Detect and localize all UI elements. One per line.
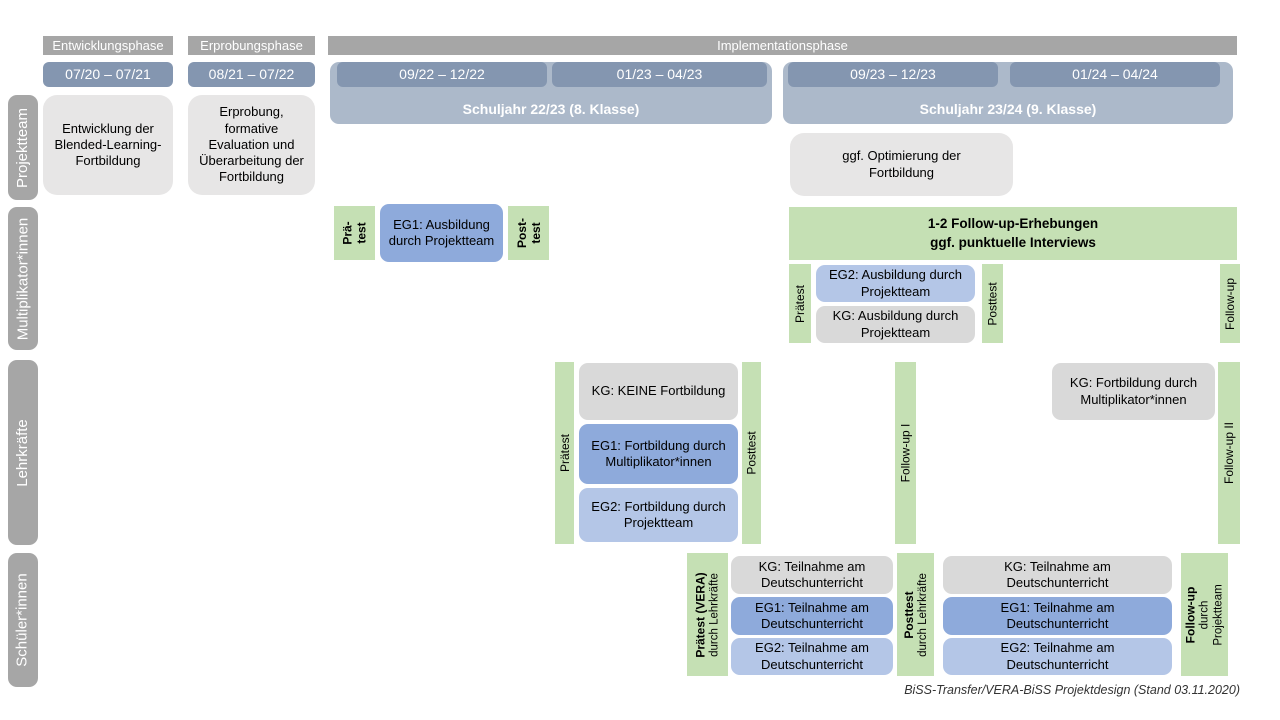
banner-followup-erhebungen: 1-2 Follow-up-Erhebungen ggf. punktuelle…	[789, 207, 1237, 260]
vbar-followup-multiplikatoren: Follow-up	[1220, 264, 1240, 343]
vbar-praetest-lehrkraefte-text: Prätest	[557, 433, 572, 473]
vbar-praetest-1-line2: test	[354, 222, 369, 244]
row-label-projektteam-text: Projektteam	[14, 107, 32, 188]
vbar-praetest-2-text: Prätest	[793, 284, 808, 323]
vbar-posttest-1-line1: Post-	[514, 218, 529, 248]
date-range-0123-0423: 01/23 – 04/23	[552, 62, 767, 87]
phase-header-implementationsphase: Implementationsphase	[328, 36, 1237, 55]
vbar-posttest-schueler: Posttest durch Lehrkräfte	[897, 553, 934, 676]
vbar-posttest-multiplikatoren-1: Post- test	[508, 206, 549, 260]
vbar-followup-2-text: Follow-up II	[1222, 421, 1236, 485]
date-range-0821-0722: 08/21 – 07/22	[188, 62, 315, 87]
vbar-posttest-schueler-sublabel: durch Lehrkräfte	[916, 572, 929, 657]
followup-banner-line1: 1-2 Follow-up-Erhebungen	[927, 215, 1099, 231]
vbar-followup-schueler-sub1: durch	[1198, 600, 1211, 629]
box-kg-teilnahme-1: KG: Teilnahme am Deutschunterricht	[731, 556, 893, 594]
vbar-followup-schueler-label: Follow-up	[1183, 586, 1198, 643]
vbar-praetest-multiplikatoren-2: Prätest	[789, 264, 811, 343]
row-label-lehrkraefte-text: Lehrkräfte	[14, 418, 32, 487]
box-kg-keine-fortbildung: KG: KEINE Fortbildung	[579, 363, 738, 420]
vbar-followup-1-text: Follow-up I	[898, 423, 913, 483]
vbar-posttest-lehrkraefte: Posttest	[742, 362, 761, 544]
vbar-posttest-1-line2: test	[528, 222, 543, 244]
vbar-praetest-lehrkraefte: Prätest	[555, 362, 574, 544]
vbar-praetest-vera-sublabel: durch Lehrkräfte	[708, 572, 721, 657]
box-kg-fortbildung-multiplikatoren: KG: Fortbildung durch Multiplikator*inne…	[1052, 363, 1215, 420]
vbar-praetest-multiplikatoren-1: Prä- test	[334, 206, 375, 260]
box-eg1-teilnahme-2: EG1: Teilnahme am Deutschunterricht	[943, 597, 1172, 635]
row-label-projektteam: Projektteam	[8, 95, 38, 200]
followup-banner-line2: ggf. punktuelle Interviews	[930, 234, 1096, 250]
box-eg2-teilnahme-2: EG2: Teilnahme am Deutschunterricht	[943, 638, 1172, 675]
box-eg2-teilnahme-1: EG2: Teilnahme am Deutschunterricht	[731, 638, 893, 675]
box-eg1-ausbildung-projektteam: EG1: Ausbildung durch Projektteam	[380, 204, 503, 262]
phase-header-erprobungsphase: Erprobungsphase	[188, 36, 315, 55]
date-range-0720-0721: 07/20 – 07/21	[43, 62, 173, 87]
vbar-posttest-2-text: Posttest	[985, 281, 1000, 326]
vbar-followup-2: Follow-up II	[1218, 362, 1240, 544]
vbar-followup-multiplikatoren-text: Follow-up	[1223, 277, 1237, 330]
vbar-praetest-1-line1: Prä-	[340, 221, 355, 245]
vbar-followup-schueler-sub2: Projektteam	[1212, 583, 1225, 646]
row-label-schueler-text: Schüler*innen	[14, 573, 31, 667]
date-range-0922-1222: 09/22 – 12/22	[337, 62, 547, 87]
box-erprobung-evaluation: Erprobung, formative Evaluation und Über…	[188, 95, 315, 195]
box-entwicklung-fortbildung: Entwicklung der Blended-Learning-Fortbil…	[43, 95, 173, 195]
date-range-0923-1223: 09/23 – 12/23	[788, 62, 998, 87]
box-optimierung-fortbildung: ggf. Optimierung der Fortbildung	[790, 133, 1013, 196]
box-eg2-fortbildung-projektteam: EG2: Fortbildung durch Projektteam	[579, 488, 738, 542]
box-eg1-fortbildung-multiplikatoren: EG1: Fortbildung durch Multiplikator*inn…	[579, 424, 738, 484]
box-kg-teilnahme-2: KG: Teilnahme am Deutschunterricht	[943, 556, 1172, 594]
row-label-lehrkraefte: Lehrkräfte	[8, 360, 38, 545]
vbar-posttest-lehrkraefte-text: Posttest	[744, 431, 759, 475]
row-label-multiplikatoren-text: Multiplikator*innen	[14, 217, 32, 340]
vbar-praetest-vera: Prätest (VERA) durch Lehrkräfte	[687, 553, 728, 676]
vbar-posttest-schueler-label: Posttest	[901, 590, 916, 639]
vbar-followup-schueler: Follow-up durch Projektteam	[1181, 553, 1228, 676]
phase-header-entwicklungsphase: Entwicklungsphase	[43, 36, 173, 55]
footer-caption: BiSS-Transfer/VERA-BiSS Projektdesign (S…	[904, 683, 1240, 697]
row-label-schueler: Schüler*innen	[8, 553, 38, 687]
box-kg-ausbildung-projektteam: KG: Ausbildung durch Projektteam	[816, 306, 975, 343]
vbar-posttest-multiplikatoren-2: Posttest	[982, 264, 1003, 343]
vbar-praetest-vera-label: Prätest (VERA)	[693, 571, 708, 658]
vbar-followup-1: Follow-up I	[895, 362, 916, 544]
date-range-0124-0424: 01/24 – 04/24	[1010, 62, 1220, 87]
box-eg1-teilnahme-1: EG1: Teilnahme am Deutschunterricht	[731, 597, 893, 635]
box-eg2-ausbildung-projektteam: EG2: Ausbildung durch Projektteam	[816, 265, 975, 302]
row-label-multiplikatoren: Multiplikator*innen	[8, 207, 38, 350]
